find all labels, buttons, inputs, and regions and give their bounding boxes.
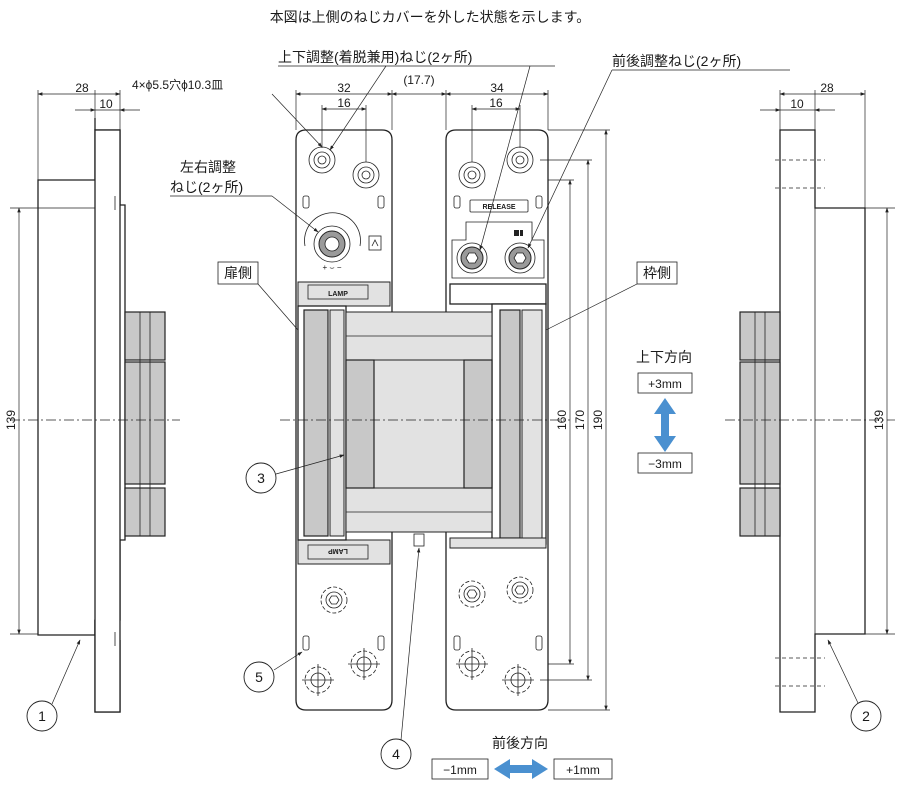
mounting-hole-bottom-left-3 — [348, 648, 380, 680]
dim-right-28: 28 — [820, 81, 834, 95]
callout-1: 1 — [26, 639, 81, 732]
depth-direction-indicator: 前後方向 −1mm +1mm — [431, 735, 613, 780]
front-dimensions: 32 16 (17.7) 34 16 160 170 190 — [295, 73, 610, 711]
lateral-adjust-screw: + ⌣ − — [304, 212, 382, 272]
dim-left-28: 28 — [75, 81, 89, 95]
vertical-direction-indicator: 上下方向 +3mm −3mm — [636, 349, 693, 474]
label-frame-side: 枠側 — [643, 265, 671, 281]
label-door-side: 扉側 — [224, 265, 252, 281]
lamp-label-bottom: LAMP — [328, 547, 348, 554]
annotations: 上下調整(着脱兼用)ねじ(2ヶ所) 前後調整ねじ(2ヶ所) 4×ϕ5.5穴ϕ10… — [132, 49, 790, 331]
minus1-label: −1mm — [443, 763, 477, 777]
dim-160: 160 — [555, 410, 569, 430]
mounting-hole-bottom-left-2 — [302, 664, 334, 696]
dim-17-7: (17.7) — [403, 73, 434, 87]
dim-right-139: 139 — [872, 410, 886, 430]
dim-190: 190 — [591, 410, 605, 430]
callout-3: 3 — [245, 454, 345, 494]
release-label: RELEASE — [482, 204, 515, 211]
label-depth-screw: 前後調整ねじ(2ヶ所) — [612, 53, 741, 69]
callout-1-number: 1 — [38, 708, 46, 724]
plus3-label: +3mm — [648, 377, 682, 391]
front-view: + ⌣ − RELEASE LAMP LAMP — [280, 129, 570, 711]
minus3-label: −3mm — [648, 457, 682, 471]
plus1-label: +1mm — [566, 763, 600, 777]
dim-right-10: 10 — [790, 97, 804, 111]
vertical-direction-label: 上下方向 — [636, 349, 692, 365]
callout-3-number: 3 — [257, 470, 265, 486]
callout-2-number: 2 — [862, 708, 870, 724]
left-side-view: 28 10 139 — [4, 81, 180, 713]
dim-34: 34 — [490, 81, 504, 95]
mounting-hole-bottom-right — [458, 576, 534, 608]
dim-16b: 16 — [489, 96, 503, 110]
depth-adjust-screws — [451, 221, 545, 279]
label-vertical-screw: 上下調整(着脱兼用)ねじ(2ヶ所) — [278, 49, 472, 65]
callout-5: 5 — [243, 651, 303, 693]
horizontal-arrow-icon — [494, 759, 548, 779]
depth-direction-label: 前後方向 — [492, 735, 548, 751]
drawing-note: 本図は上側のねじカバーを外した状態を示します。 — [270, 9, 591, 25]
callout-5-number: 5 — [255, 669, 263, 685]
lateral-sign: + ⌣ − — [322, 263, 341, 272]
mounting-hole-bottom-right-2 — [456, 648, 534, 696]
vertical-arrow-icon — [654, 398, 676, 452]
callout-4-number: 4 — [392, 746, 400, 762]
label-lateral-2: ねじ(2ヶ所) — [170, 179, 243, 195]
dim-left-139: 139 — [4, 410, 18, 430]
callout-2: 2 — [827, 639, 882, 732]
right-side-view: 28 10 139 — [725, 81, 895, 713]
dim-32: 32 — [337, 81, 351, 95]
mounting-hole-top-left-2 — [352, 161, 380, 189]
dim-170: 170 — [573, 410, 587, 430]
dim-left-10: 10 — [99, 97, 113, 111]
callout-4: 4 — [380, 547, 421, 770]
mounting-hole-bottom-left — [320, 586, 348, 614]
label-holes: 4×ϕ5.5穴ϕ10.3皿 — [132, 77, 223, 92]
dim-16a: 16 — [337, 96, 351, 110]
label-lateral-1: 左右調整 — [180, 159, 236, 175]
lamp-label-top: LAMP — [328, 291, 348, 298]
